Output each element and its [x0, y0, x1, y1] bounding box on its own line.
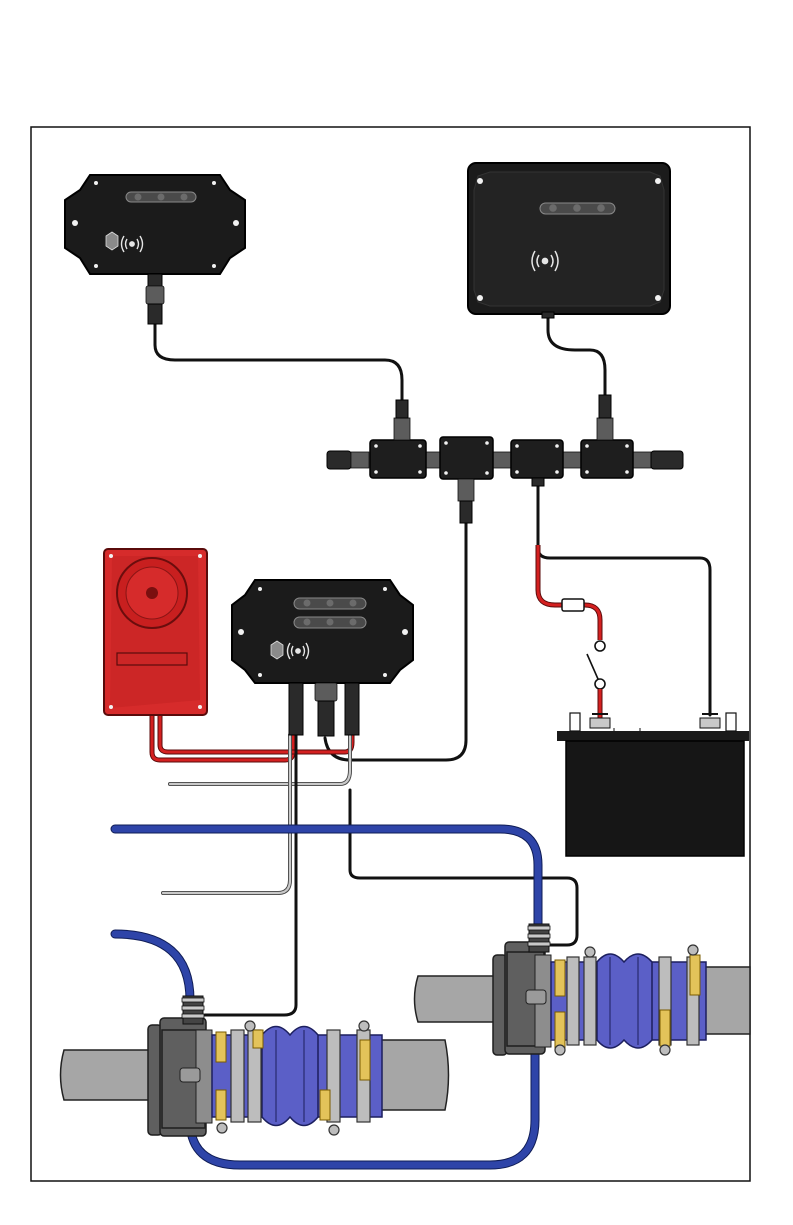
top-left-module [65, 175, 245, 324]
top-right-module [468, 163, 670, 318]
battery-positive-terminal [590, 718, 610, 728]
right-shaft-assembly [415, 924, 751, 1055]
led-indicator-icon [135, 194, 142, 201]
power-circuit [538, 545, 605, 718]
switch-icon [587, 654, 598, 679]
sensor-module [232, 580, 413, 736]
backbone-cables [155, 313, 710, 760]
t-connector [370, 440, 426, 478]
fuse-icon [562, 599, 584, 611]
siren [104, 549, 207, 715]
t-connector [581, 440, 633, 478]
button-icon [271, 641, 283, 659]
button-icon [106, 232, 118, 250]
t-connector [440, 437, 493, 479]
battery [557, 713, 749, 856]
network-backbone [327, 395, 683, 523]
t-connector-power [511, 440, 563, 478]
left-shaft-assembly [61, 996, 449, 1136]
battery-negative-terminal [700, 718, 720, 728]
